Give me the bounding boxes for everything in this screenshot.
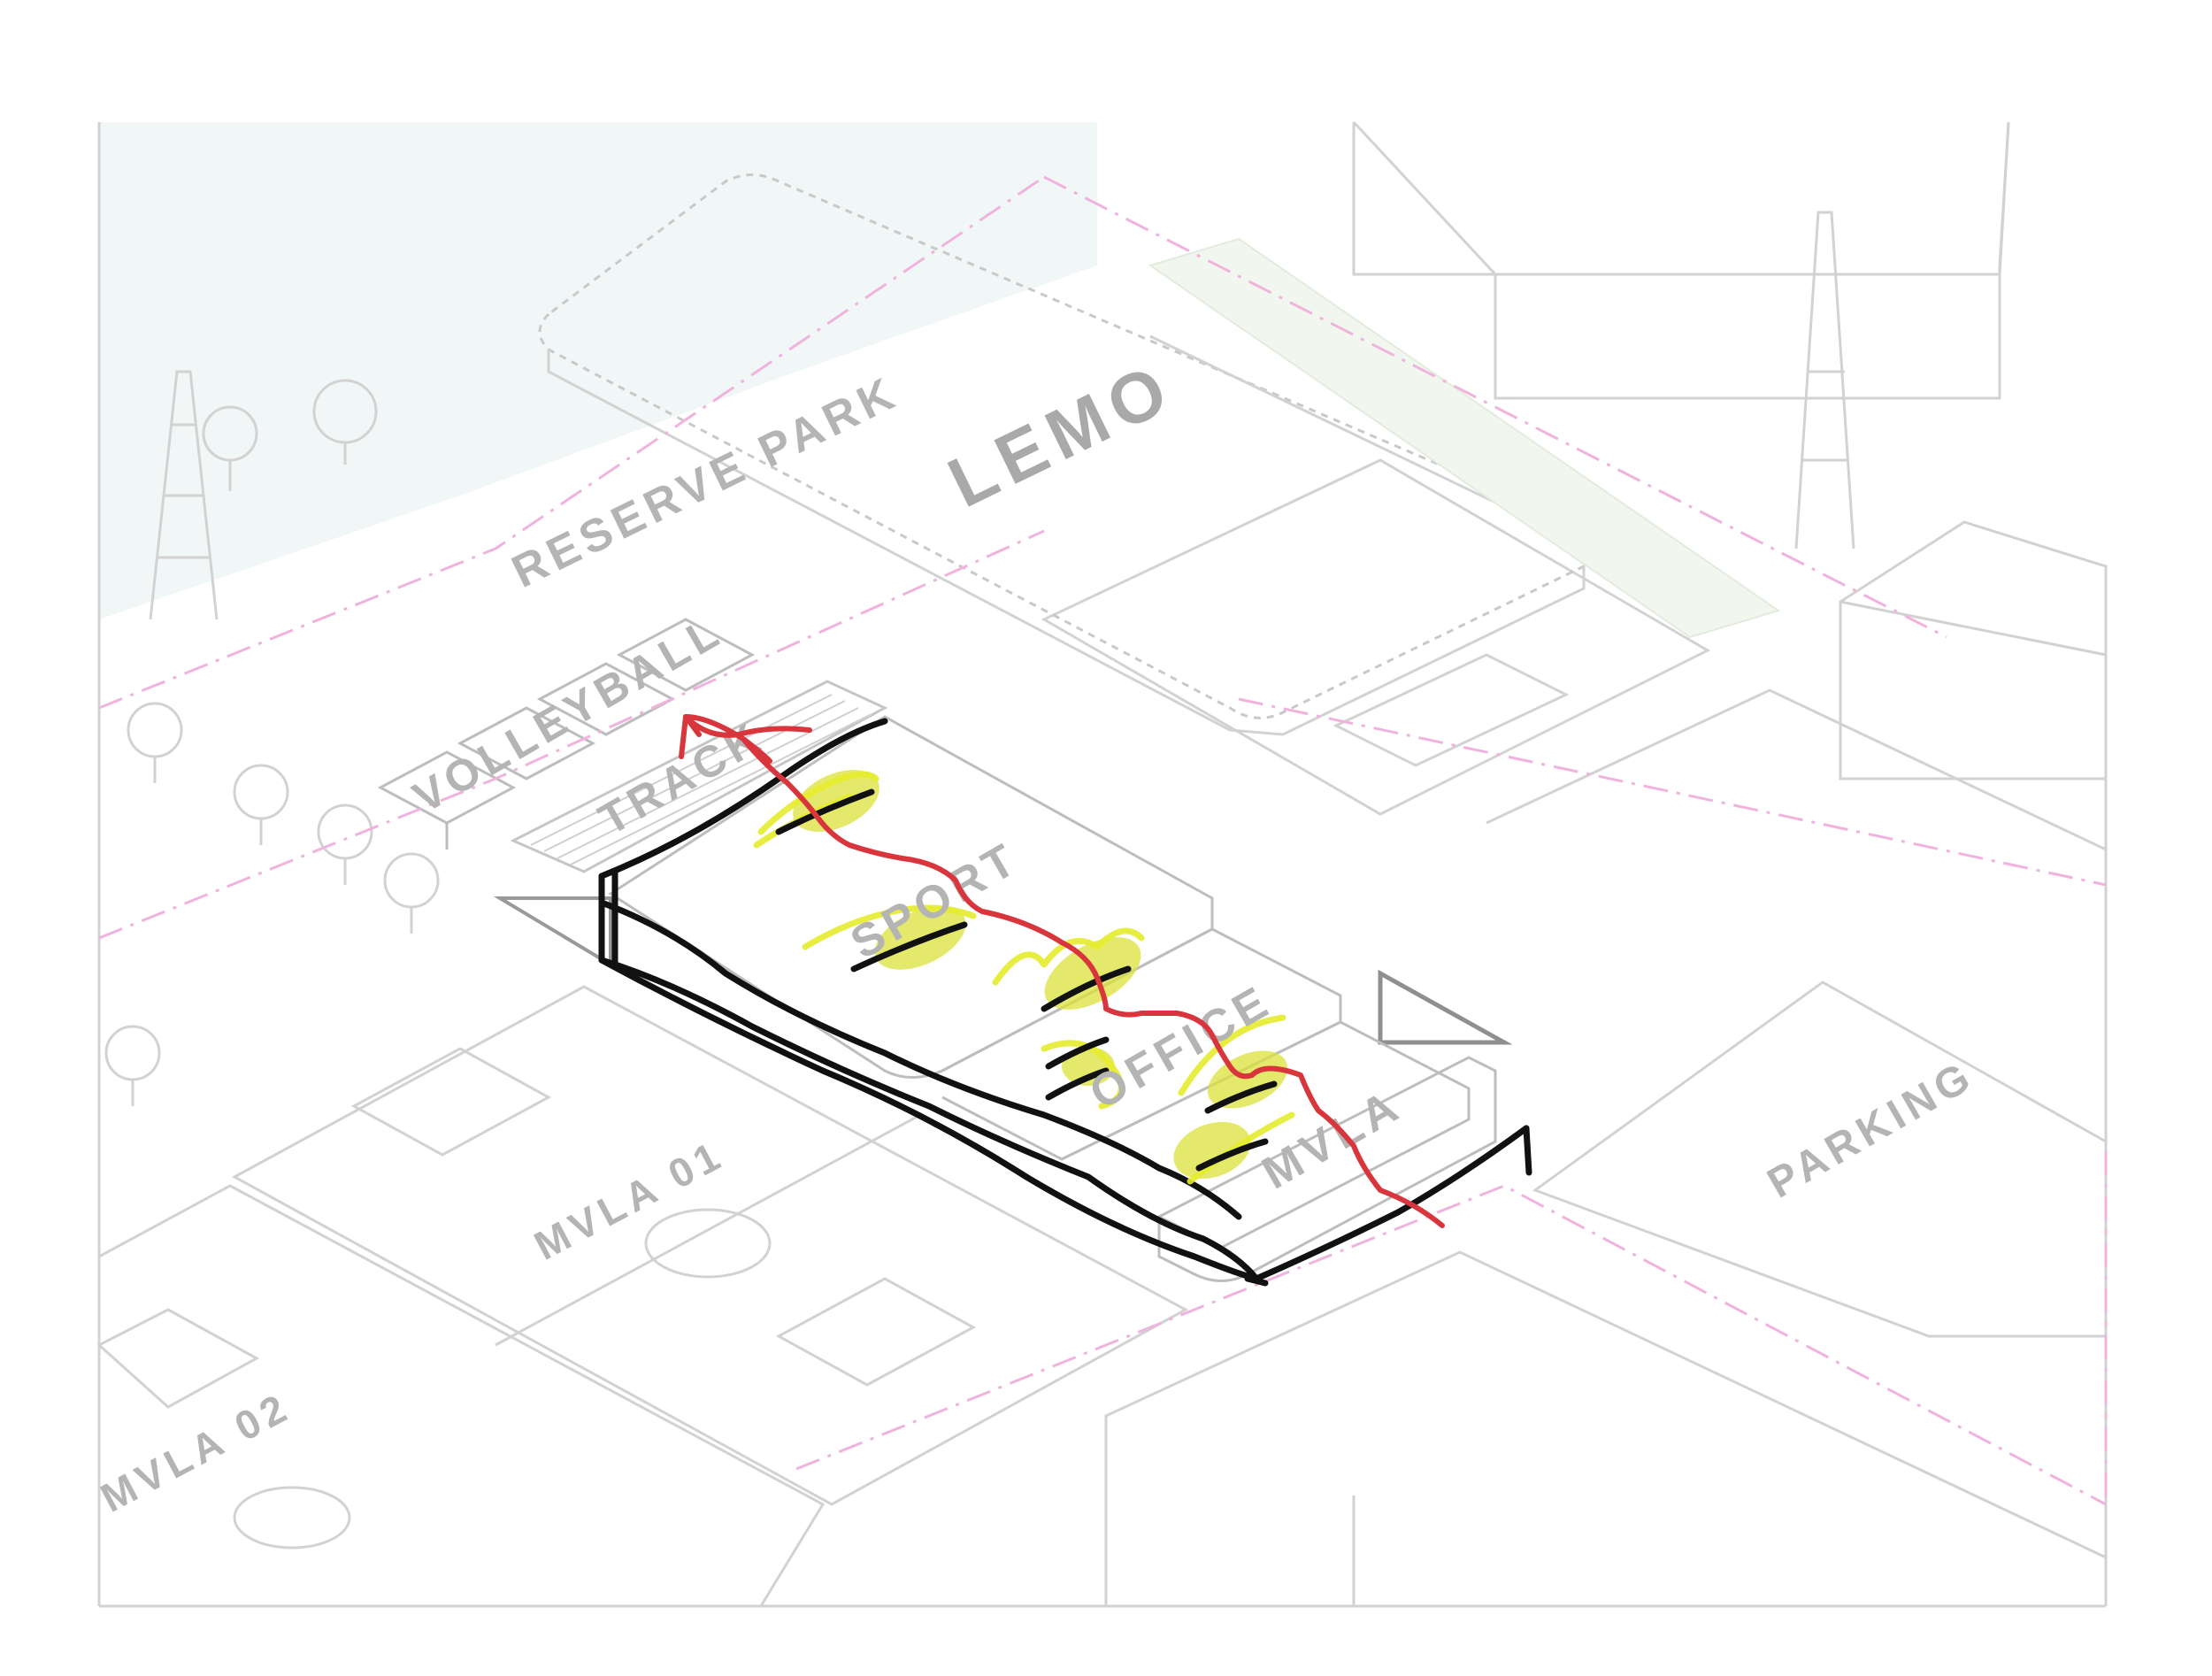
wedge-marker-right <box>1378 969 1513 1045</box>
field-lemo-side <box>1041 458 1711 816</box>
site-base-linework <box>96 120 2108 1608</box>
label-lemo: LEMO <box>936 346 1187 522</box>
field-mvla-01 <box>231 985 1189 1506</box>
sky-wash <box>99 122 1097 619</box>
tree-icons <box>104 379 440 1106</box>
sketch-floor-marks <box>775 788 1278 1172</box>
property-line <box>98 529 1045 940</box>
label-mvla: MVLA <box>1254 1079 1410 1199</box>
parking-lot <box>1532 980 2108 1338</box>
label-parking: PARKING <box>1760 1052 1982 1208</box>
label-mvla-01: MVLA 01 <box>526 1131 732 1269</box>
sketch-building-outline <box>598 718 1532 1287</box>
wedge-marker-left <box>493 896 612 968</box>
label-mvla-02: MVLA 02 <box>93 1383 298 1521</box>
circulation-arrow <box>679 714 1445 1228</box>
field-mvla-02 <box>98 1184 826 1608</box>
green-strip <box>1148 237 1781 639</box>
